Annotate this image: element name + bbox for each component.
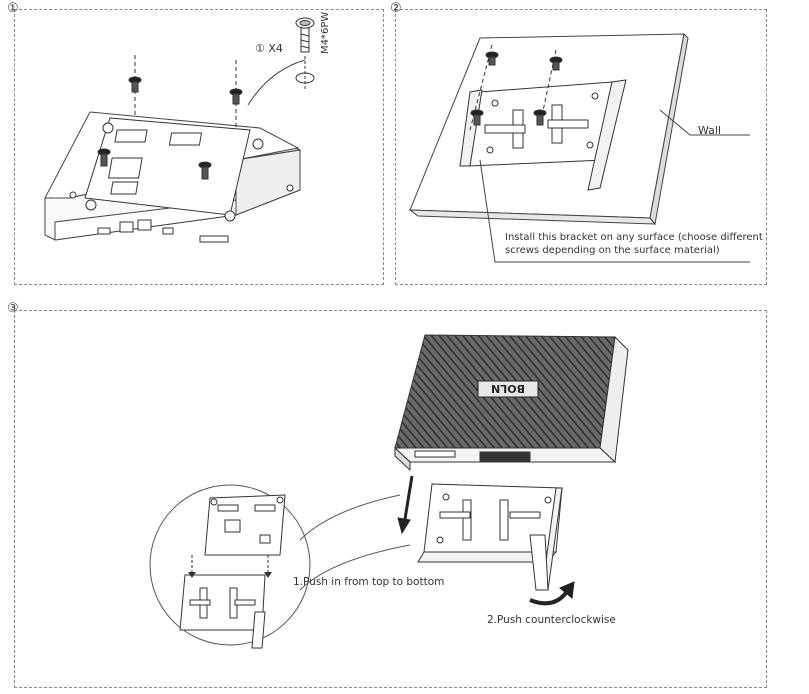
step-1-panel: [14, 9, 384, 285]
bracket-note-line-1: Install this bracket on any surface (cho…: [505, 232, 763, 243]
step-3-number: ③: [7, 301, 19, 316]
brand-label: BOLN: [491, 382, 525, 395]
step-1-number: ①: [7, 1, 19, 16]
push-down-label: 1.Push in from top to bottom: [293, 576, 445, 588]
detail-device-bottom: [204, 494, 286, 556]
step-3-device: [393, 334, 629, 472]
step-1-screws: [97, 55, 243, 180]
step-2-screws: [469, 44, 563, 131]
note-leader-line: [479, 159, 750, 263]
step-1-callout-line: [247, 59, 306, 106]
screw-spec-label: M4*6PW: [320, 11, 331, 54]
rotate-counterclockwise-arrow: [529, 581, 575, 606]
wall-label: Wall: [698, 124, 722, 137]
detail-bracket: [179, 574, 266, 649]
wall-leader-line: [659, 109, 750, 136]
rotate-label: 2.Push counterclockwise: [487, 614, 616, 626]
step-1-ports: [97, 219, 229, 243]
step-3-bracket: [417, 483, 563, 591]
detail-down-arrows: [188, 555, 272, 578]
bracket-note-line-2: screws depending on the surface material…: [505, 245, 720, 256]
screw-quantity-label: ① X4: [255, 42, 283, 55]
push-down-arrow: [397, 475, 414, 535]
step-1-bracket: [69, 117, 294, 222]
step-2-number: ②: [390, 1, 402, 16]
step-3-panel: [14, 310, 767, 688]
step-2-panel: [395, 9, 767, 285]
screw-detail-icon: [295, 17, 315, 90]
